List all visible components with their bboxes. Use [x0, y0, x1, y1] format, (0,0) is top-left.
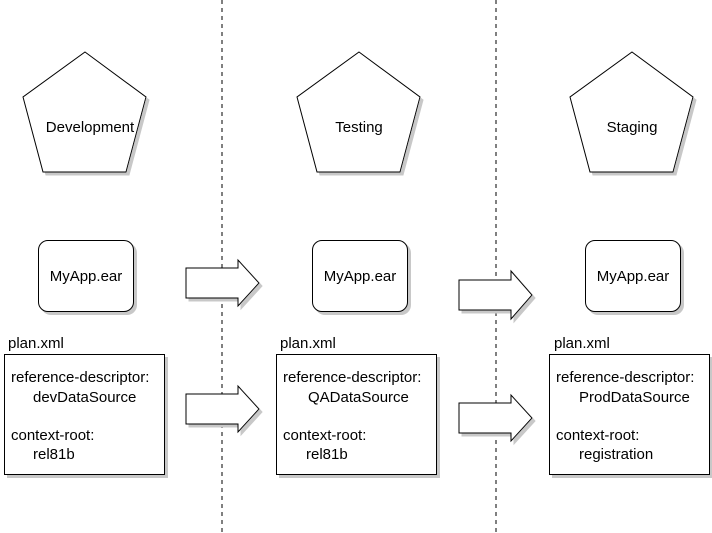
ear-label: MyApp.ear	[596, 267, 670, 285]
stage-name-testing: Testing	[335, 119, 383, 136]
promote-arrow-plan-1	[185, 384, 260, 434]
promote-arrow-ear-1	[185, 258, 260, 308]
ref-descriptor-label: reference-descriptor:	[283, 369, 422, 386]
stage-name-staging: Staging	[606, 119, 658, 136]
stage-name-development: Development	[45, 119, 135, 136]
context-root-label: context-root:	[283, 427, 367, 444]
context-root-value: registration	[579, 446, 654, 463]
ref-descriptor-value: devDataSource	[33, 389, 137, 406]
stage-pentagon-development	[22, 51, 147, 173]
ref-descriptor-label: reference-descriptor:	[11, 369, 150, 386]
ear-box-testing: MyApp.ear	[312, 240, 408, 312]
plan-title-staging: plan.xml	[554, 335, 610, 352]
context-root-value: rel81b	[306, 446, 348, 463]
plan-box-development: reference-descriptor: devDataSource cont…	[4, 354, 165, 475]
ref-descriptor-value: ProdDataSource	[579, 389, 690, 406]
context-root-label: context-root:	[11, 427, 95, 444]
context-root-label: context-root:	[556, 427, 640, 444]
plan-title-testing: plan.xml	[280, 335, 336, 352]
context-root-value: rel81b	[33, 446, 75, 463]
plan-box-staging: reference-descriptor: ProdDataSource con…	[549, 354, 710, 475]
ref-descriptor-value: QADataSource	[308, 389, 409, 406]
plan-box-testing: reference-descriptor: QADataSource conte…	[276, 354, 437, 475]
plan-title-development: plan.xml	[8, 335, 64, 352]
ear-box-staging: MyApp.ear	[585, 240, 681, 312]
ear-box-development: MyApp.ear	[38, 240, 134, 312]
ear-label: MyApp.ear	[49, 267, 123, 285]
stage-pentagon-testing	[296, 51, 421, 173]
ear-label: MyApp.ear	[323, 267, 397, 285]
ref-descriptor-label: reference-descriptor:	[556, 369, 695, 386]
promote-arrow-ear-2	[458, 269, 533, 321]
stage-pentagon-staging	[569, 51, 694, 173]
promote-arrow-plan-2	[458, 393, 533, 443]
